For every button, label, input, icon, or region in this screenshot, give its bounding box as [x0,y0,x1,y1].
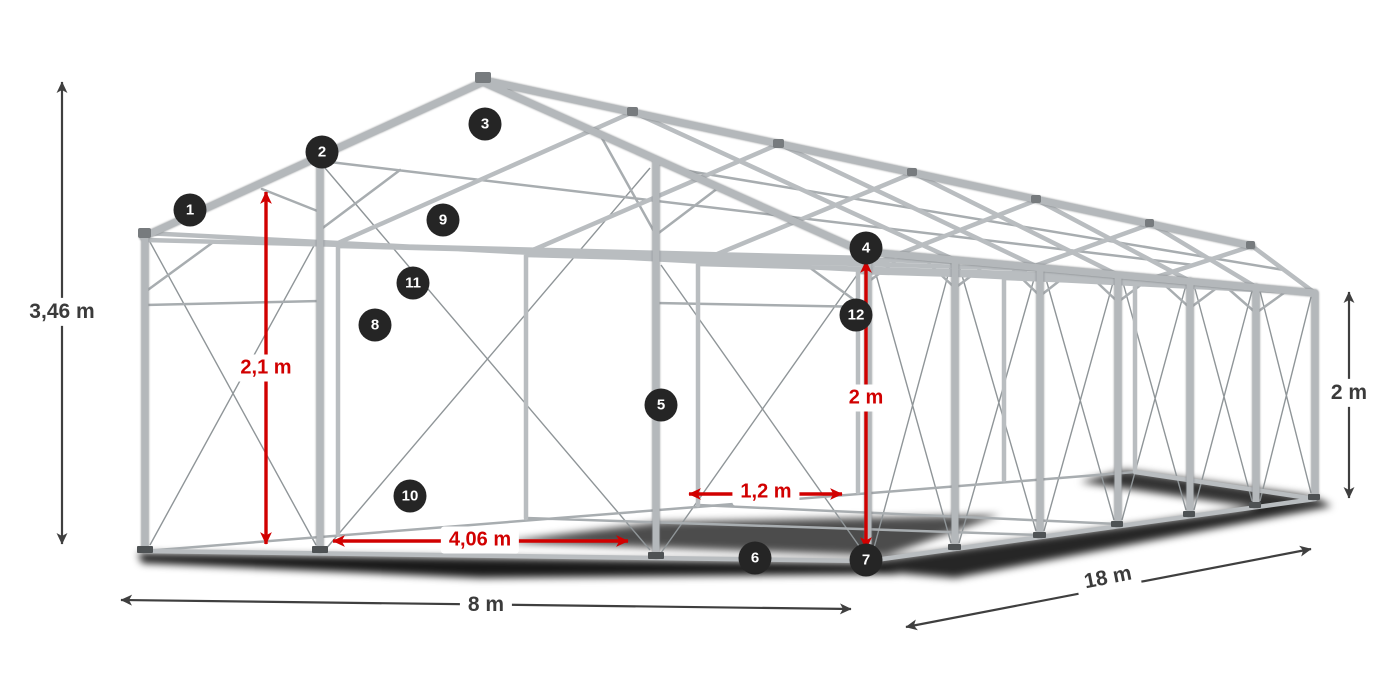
dim-label-total-height: 3,46 m [21,297,103,327]
part-badge-4: 4 [849,231,883,265]
part-badge-3: 3 [468,107,502,141]
part-badge-12: 12 [839,298,873,332]
dim-label-entrance-height: 2,1 m [232,354,300,382]
part-badge-6: 6 [738,541,772,575]
dim-label-side-entrance-width: 1,2 m [732,478,800,506]
dim-label-width: 8 m [459,590,513,620]
dim-label-side-height-front: 2 m [840,384,892,412]
part-badge-9: 9 [426,203,460,237]
part-badge-10: 10 [393,479,427,513]
part-badge-1: 1 [173,193,207,227]
cross-brace-cables [149,167,1312,556]
dim-label-side-height-rear: 2 m [1322,378,1376,408]
part-badge-5: 5 [644,388,678,422]
part-badge-2: 2 [305,135,339,169]
part-badge-7: 7 [849,543,883,577]
part-badge-8: 8 [358,308,392,342]
connector-fittings [138,72,1255,257]
inner-frame-tubes [142,109,1318,564]
dim-label-entrance-width: 4,06 m [440,526,520,554]
part-badge-11: 11 [396,266,430,300]
